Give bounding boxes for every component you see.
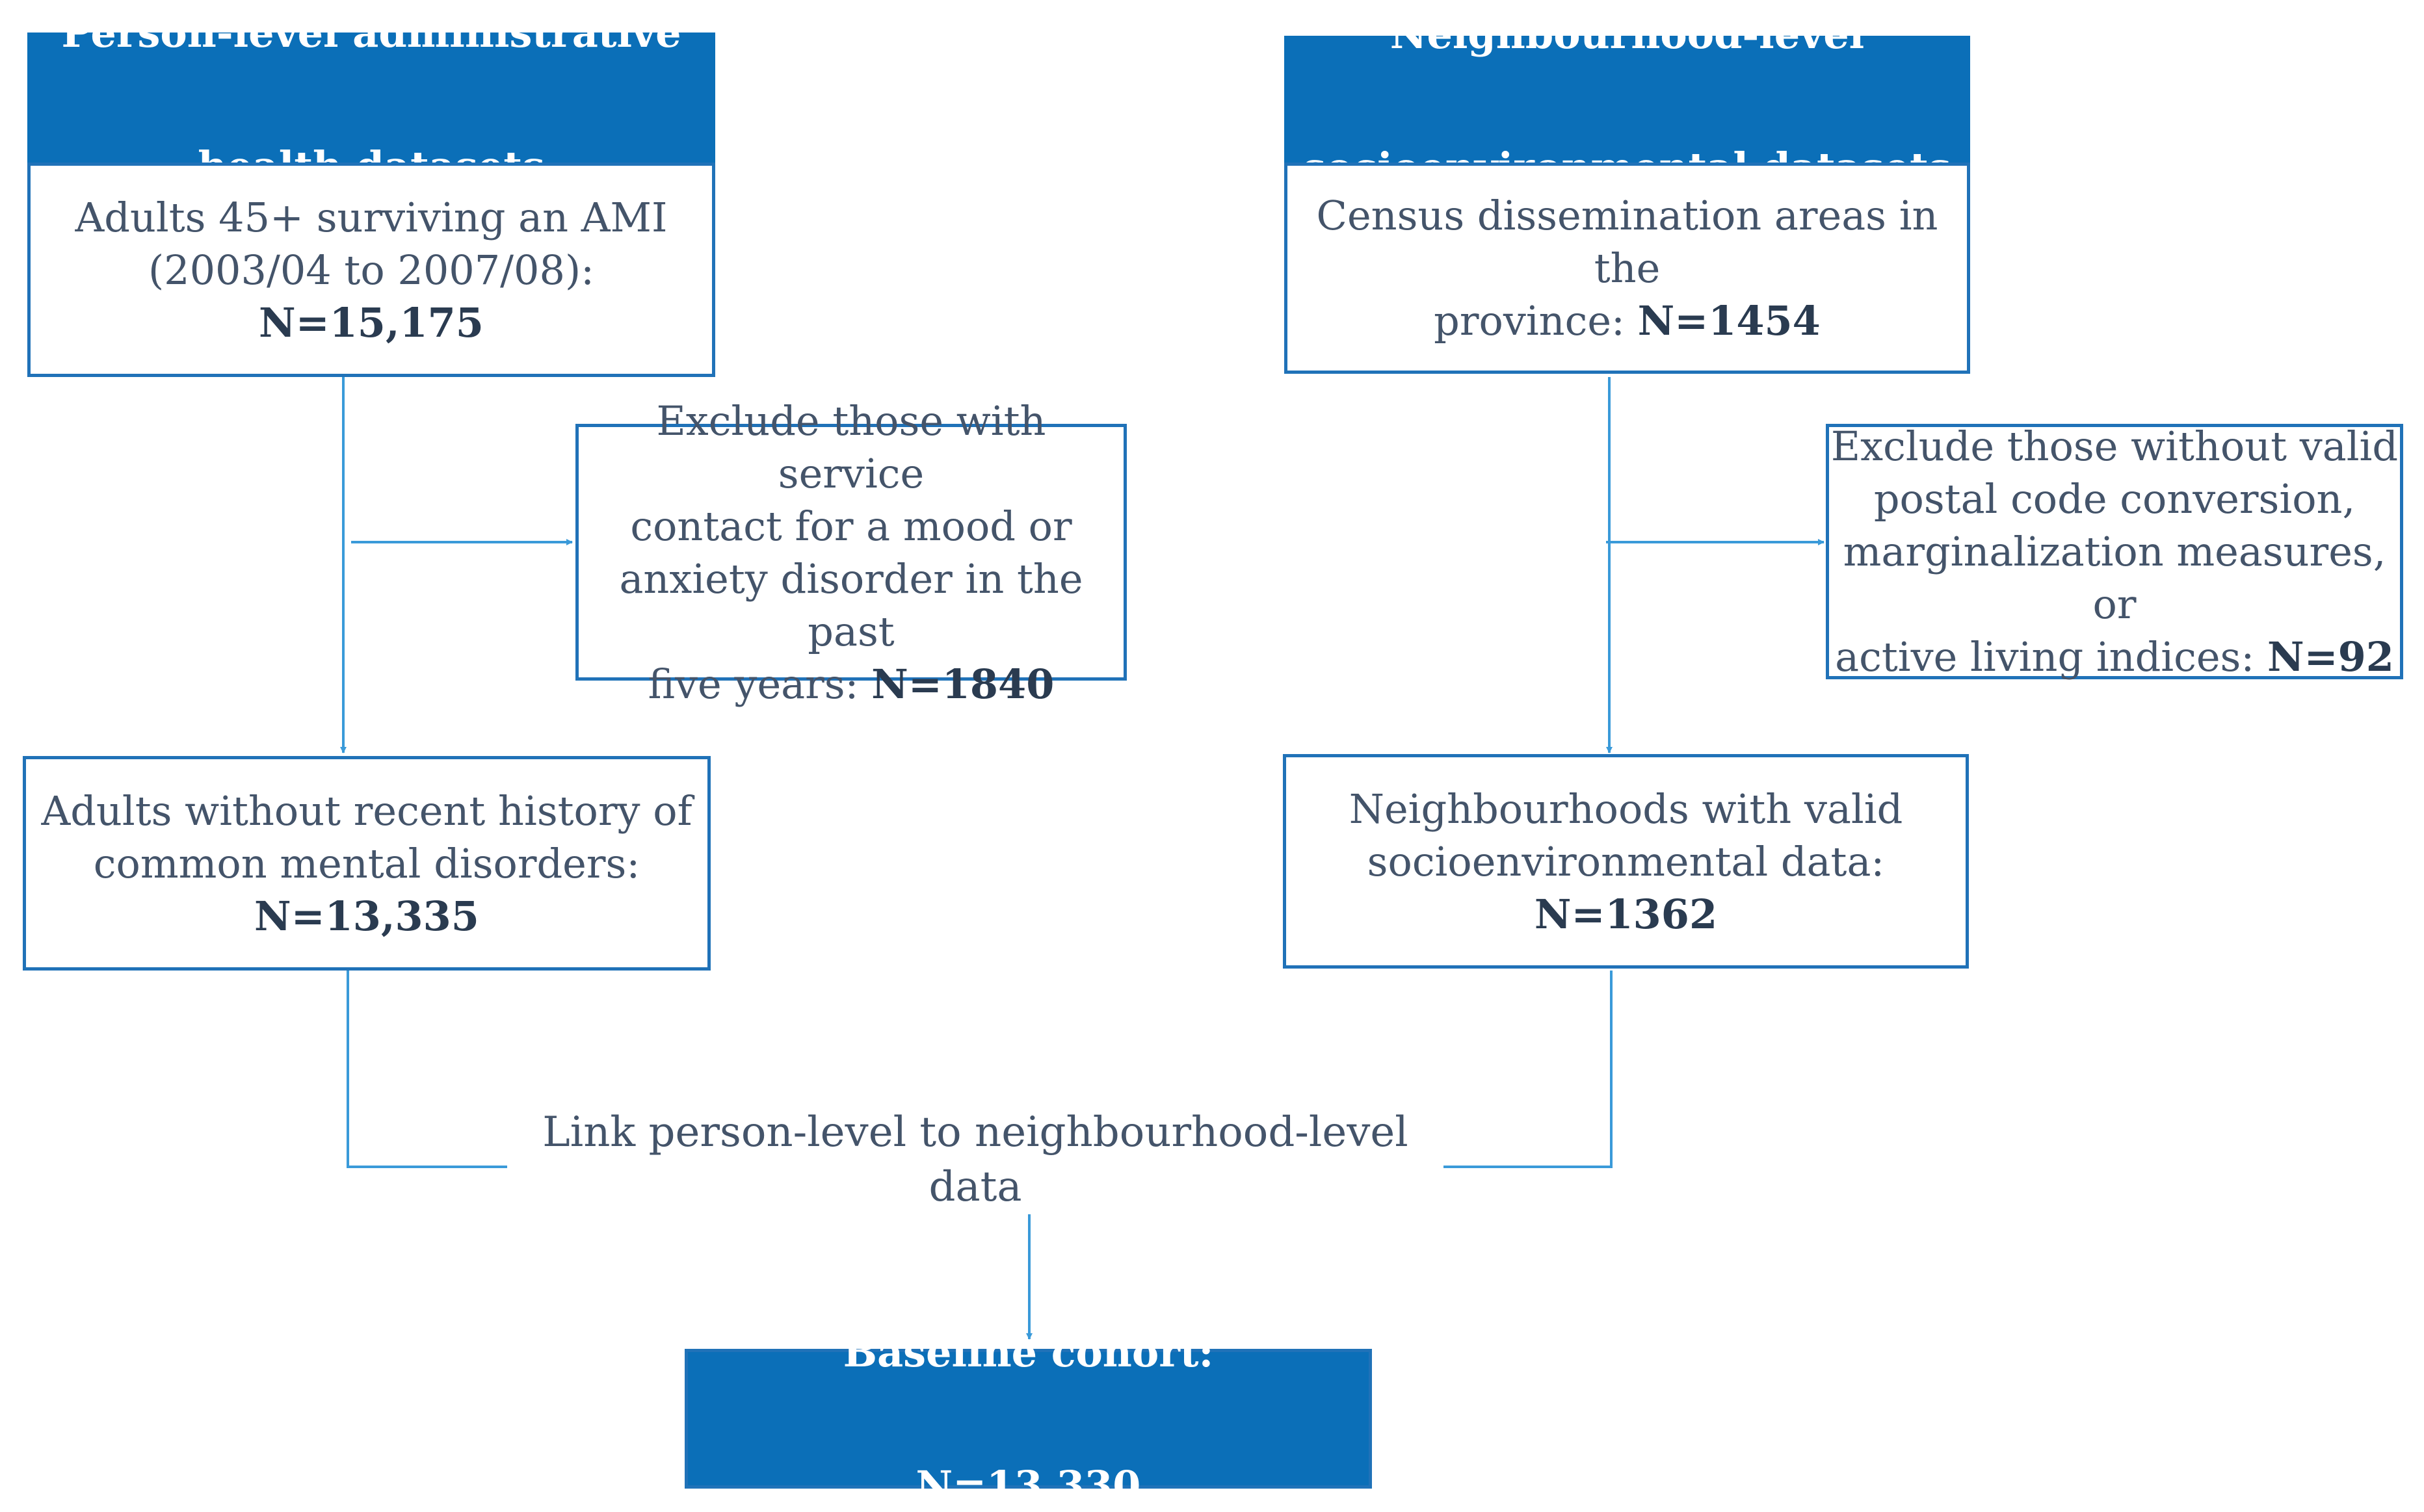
census-areas-last-line: province: N=1454 [1434,294,1821,347]
neighbourhood-exclusion-last-line: active living indices: N=92 [1835,631,2394,683]
neighbourhood-exclusion-count: N=92 [2267,633,2394,681]
person-result-count: N=13,335 [254,892,479,940]
person-exclusion-box: Exclude those with service contact for a… [575,397,1127,708]
neighbourhood-result-line: socioenvironmental data: [1367,837,1885,885]
person-cohort-line: (2003/04 to 2007/08): [148,246,595,294]
person-exclusion-line: Exclude those with service [656,397,1046,497]
person-exclusion-count: N=1840 [871,660,1055,708]
person-result-line: common mental disorders: [93,839,640,887]
census-areas-prefix: province: [1434,297,1638,345]
person-exclusion-line: contact for a mood or [630,502,1072,550]
neighbourhood-exclusion-line: marginalization measures, or [1843,528,2386,628]
person-cohort-count: N=15,175 [259,298,484,346]
census-areas-box: Census dissemination areas in the provin… [1284,163,1970,374]
neighbourhood-result-count: N=1362 [1534,890,1718,938]
person-cohort-line: Adults 45+ surviving an AMI [75,193,668,241]
person-cohort-box: Adults 45+ surviving an AMI (2003/04 to … [27,163,715,377]
census-areas-count: N=1454 [1637,297,1821,345]
link-label: Link person-level to neighbourhood-level… [507,1105,1443,1214]
census-areas-line: Census dissemination areas in the [1316,192,1938,292]
person-result-line: Adults without recent history of [41,787,692,835]
baseline-count: N=13,330 [916,1461,1141,1509]
person-result-box: Adults without recent history of common … [23,756,711,971]
person-exclusion-prefix: five years: [648,660,872,708]
neighbourhood-header-line: Neighbourhood-level [1390,10,1865,58]
baseline-cohort-box: Baseline cohort: N=13,330 [685,1329,1372,1509]
neighbourhood-exclusion-prefix: active living indices: [1835,633,2267,681]
person-header-line: Person-level administrative [61,8,681,57]
neighbourhood-exclusion-box: Exclude those without valid postal code … [1826,423,2403,681]
neighbourhood-header: Neighbourhood-level socioenvironmental d… [1284,10,1970,191]
neighbourhood-result-line: Neighbourhoods with valid [1349,785,1903,833]
person-exclusion-line: anxiety disorder in the past [619,554,1083,655]
neighbourhood-exclusion-line: postal code conversion, [1873,475,2356,523]
person-exclusion-last-line: five years: N=1840 [648,658,1055,710]
neighbourhood-result-box: Neighbourhoods with valid socioenvironme… [1283,754,1969,969]
person-header: Person-level administrative health datas… [27,9,715,190]
neighbourhood-exclusion-line: Exclude those without valid [1830,423,2399,470]
baseline-title: Baseline cohort: [843,1328,1214,1376]
